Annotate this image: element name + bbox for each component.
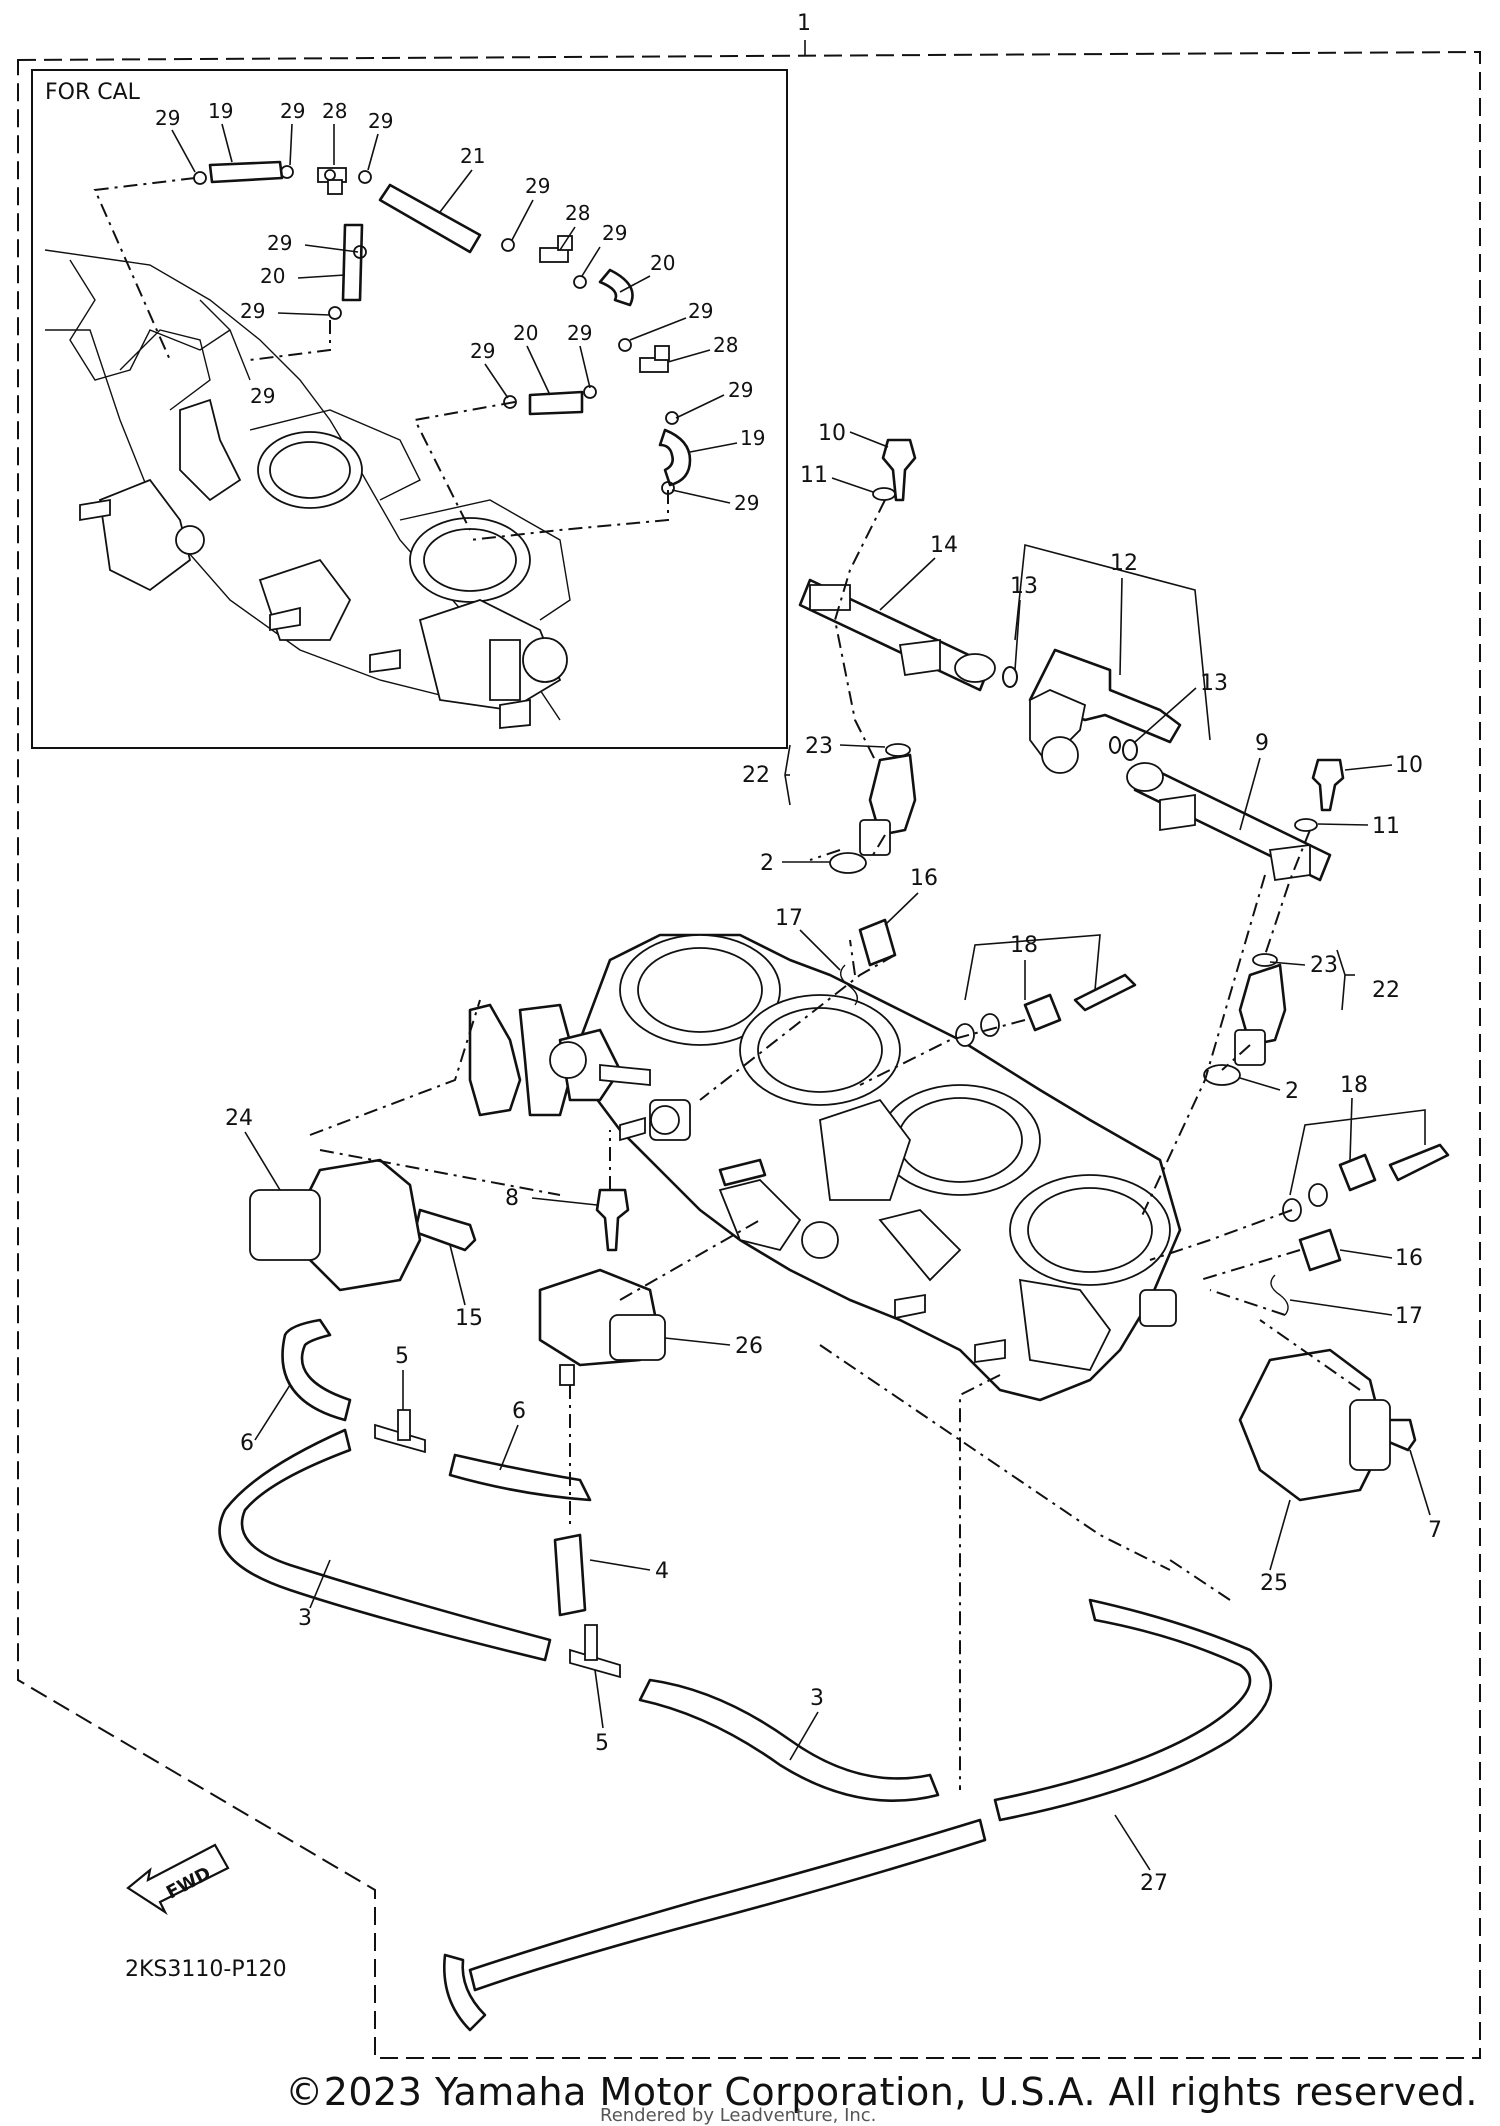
- diagram-code: 2KS3110-P120: [125, 1957, 287, 1982]
- callout-c28c[interactable]: 28: [713, 333, 738, 357]
- callout-c29i[interactable]: 29: [267, 231, 292, 255]
- callout-c29l[interactable]: 29: [567, 321, 592, 345]
- callout-c22b[interactable]: 22: [1372, 978, 1400, 1003]
- callout-c18b[interactable]: 18: [1340, 1073, 1368, 1098]
- callout-c23b[interactable]: 23: [1310, 953, 1338, 978]
- callout-c23a[interactable]: 23: [805, 734, 833, 759]
- callout-c29d[interactable]: 29: [525, 174, 550, 198]
- callout-c11b[interactable]: 11: [1372, 814, 1400, 839]
- callout-c12[interactable]: 12: [1110, 551, 1138, 576]
- alignment-lines: [309, 499, 1361, 1790]
- throttle-body: [468, 933, 1182, 1402]
- inset-hoses: [93, 160, 692, 541]
- fuel-pipe-12: [1028, 648, 1182, 774]
- callout-c13b[interactable]: 13: [1200, 671, 1228, 696]
- copyright-notice: ©2023 Yamaha Motor Corporation, U.S.A. A…: [285, 2070, 1478, 2114]
- callout-c29f[interactable]: 29: [688, 299, 713, 323]
- callout-c17a[interactable]: 17: [775, 906, 803, 931]
- callout-c29b[interactable]: 29: [280, 99, 305, 123]
- callout-c16b[interactable]: 16: [1395, 1246, 1423, 1271]
- intake-air-pressure-sensor-26: [538, 1268, 666, 1386]
- callout-c4[interactable]: 4: [655, 1559, 669, 1584]
- callout-c16a[interactable]: 16: [910, 866, 938, 891]
- callout-c29g[interactable]: 29: [728, 378, 753, 402]
- callout-c10b[interactable]: 10: [1395, 753, 1423, 778]
- callout-c28b[interactable]: 28: [565, 201, 590, 225]
- caps-screws-clips: [840, 918, 1450, 1316]
- callout-c9[interactable]: 9: [1255, 731, 1269, 756]
- callout-c20b[interactable]: 20: [260, 264, 285, 288]
- callout-c15[interactable]: 15: [455, 1306, 483, 1331]
- callout-c14[interactable]: 14: [930, 533, 958, 558]
- callout-c8[interactable]: 8: [505, 1186, 519, 1211]
- rendered-by-notice: Rendered by Leadventure, Inc.: [600, 2105, 877, 2126]
- fwd-arrow: FWD: [126, 1843, 230, 1916]
- callout-c3a[interactable]: 3: [298, 1606, 312, 1631]
- fuel-injector-left: [829, 743, 917, 874]
- callout-c26[interactable]: 26: [735, 1334, 763, 1359]
- callout-c29c[interactable]: 29: [368, 109, 393, 133]
- callout-c29m[interactable]: 29: [250, 384, 275, 408]
- callout-c28a[interactable]: 28: [322, 99, 347, 123]
- callout-c17b[interactable]: 17: [1395, 1304, 1423, 1329]
- main-callouts: 10 11 14 12 13 13 9 10 11 23 22 2 16 17 …: [225, 421, 1442, 1896]
- callout-c5a[interactable]: 5: [395, 1344, 409, 1369]
- callout-c2b[interactable]: 2: [1285, 1079, 1299, 1104]
- callout-c22a[interactable]: 22: [742, 763, 770, 788]
- inset-throttle-body: [44, 249, 571, 729]
- callout-c19a[interactable]: 19: [208, 99, 233, 123]
- callout-c2a[interactable]: 2: [760, 851, 774, 876]
- callout-c20c[interactable]: 20: [513, 321, 538, 345]
- callout-c6b[interactable]: 6: [512, 1399, 526, 1424]
- callout-c29h[interactable]: 29: [734, 491, 759, 515]
- callout-c11a[interactable]: 11: [800, 463, 828, 488]
- callout-c21[interactable]: 21: [460, 144, 485, 168]
- callout-c18a[interactable]: 18: [1010, 933, 1038, 958]
- group-brackets: [784, 543, 1426, 1196]
- callout-1[interactable]: 1: [797, 11, 811, 36]
- callout-c27[interactable]: 27: [1140, 1871, 1168, 1896]
- callout-c29e[interactable]: 29: [602, 221, 627, 245]
- fuel-delivery-pipes: [798, 578, 1332, 882]
- callout-c20a[interactable]: 20: [650, 251, 675, 275]
- callout-c7[interactable]: 7: [1428, 1518, 1442, 1543]
- inset-callouts: 29 19 29 28 29 21 29 28 29 20 29 28 29 1…: [155, 99, 765, 515]
- callout-c10a[interactable]: 10: [818, 421, 846, 446]
- callout-c3b[interactable]: 3: [810, 1686, 824, 1711]
- callout-c19b[interactable]: 19: [740, 426, 765, 450]
- callout-c13a[interactable]: 13: [1010, 574, 1038, 599]
- t-fittings: [374, 1409, 621, 1679]
- fuel-injector-right: [1203, 953, 1287, 1086]
- callout-c5b[interactable]: 5: [595, 1731, 609, 1756]
- callout-c24[interactable]: 24: [225, 1106, 253, 1131]
- hoses: [218, 1158, 1273, 2032]
- callout-c29k[interactable]: 29: [470, 339, 495, 363]
- callout-c6a[interactable]: 6: [240, 1431, 254, 1456]
- throttle-position-sensor-25: [1238, 1348, 1391, 1502]
- callout-c29j[interactable]: 29: [240, 299, 265, 323]
- callout-c29a[interactable]: 29: [155, 106, 180, 130]
- inset-title: FOR CAL: [45, 80, 140, 105]
- callout-c25[interactable]: 25: [1260, 1571, 1288, 1596]
- inset-box: [31, 69, 788, 749]
- assembly-boundary: [17, 50, 1481, 2059]
- throttle-position-sensor-24: [249, 1158, 422, 1292]
